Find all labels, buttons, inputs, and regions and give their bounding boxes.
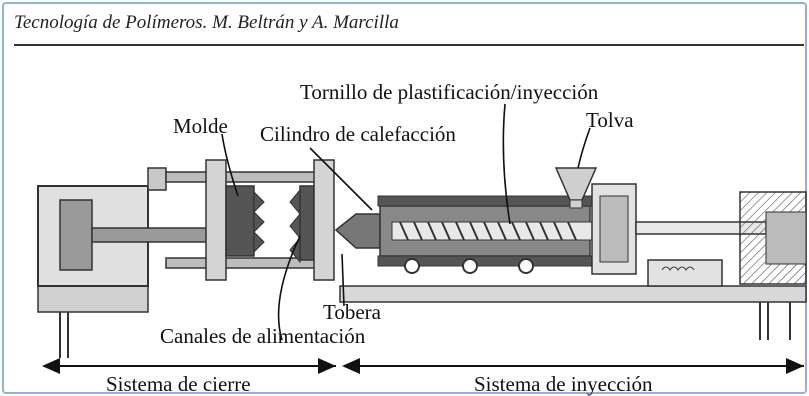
label-nozzle: Tobera bbox=[323, 300, 381, 324]
figure-citation: Tecnología de Polímeros. M. Beltrán y A.… bbox=[14, 12, 399, 33]
label-feed-channels: Canales de alimentación bbox=[160, 324, 366, 348]
header-divider bbox=[14, 44, 804, 46]
label-screw: Tornillo de plastificación/inyección bbox=[300, 80, 599, 104]
clamping-unit bbox=[37, 159, 335, 287]
label-clamping-system: Sistema de cierre bbox=[106, 372, 251, 396]
label-mold: Molde bbox=[173, 114, 228, 138]
label-injection-system: Sistema de inyección bbox=[474, 372, 653, 396]
injection-unit bbox=[334, 167, 807, 287]
label-hopper: Tolva bbox=[586, 108, 634, 132]
leader-lines bbox=[221, 103, 591, 341]
label-heating-cylinder: Cilindro de calefacción bbox=[260, 122, 456, 146]
machine-bed bbox=[37, 283, 807, 358]
